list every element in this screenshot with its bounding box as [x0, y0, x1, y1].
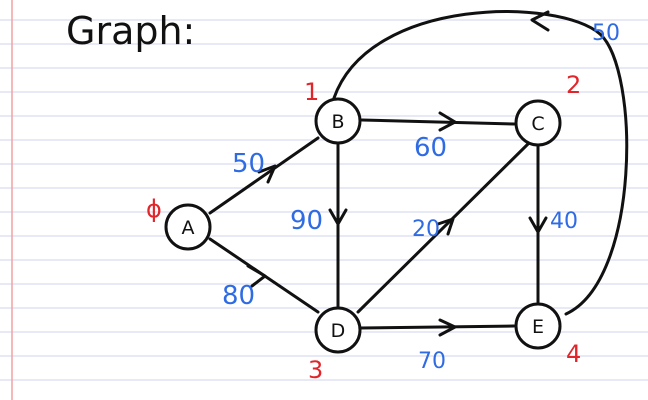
weight-a-b: 50 [232, 149, 265, 179]
node-a: A [164, 203, 212, 251]
node-b-label: B [331, 111, 344, 133]
node-b: B [314, 97, 362, 145]
edge-a-b [208, 136, 320, 215]
node-d-index: 3 [308, 356, 323, 384]
node-b-index: 1 [304, 78, 319, 106]
arrowhead-b-d [328, 208, 348, 226]
node-e: E [514, 302, 562, 350]
node-a-label: A [182, 217, 195, 239]
node-c: C [514, 99, 562, 147]
arrowhead-d-e [438, 318, 457, 337]
edge-e-b [332, 10, 629, 316]
node-d-label: D [331, 320, 346, 342]
node-c-index: 2 [566, 71, 581, 99]
arrowhead-e-b [530, 10, 550, 32]
node-e-circle [514, 302, 562, 350]
arrowhead-d-c [436, 217, 455, 236]
arrowhead-a-d [246, 264, 267, 288]
node-c-label: C [531, 113, 544, 135]
weight-d-c: 20 [412, 217, 440, 242]
arrowhead-c-e [528, 216, 548, 234]
node-e-index: 4 [566, 340, 581, 368]
weight-c-e: 40 [550, 209, 578, 234]
node-e-label: E [532, 316, 544, 338]
graph-title: Graph: [66, 9, 195, 53]
weight-c-b: 60 [414, 133, 447, 163]
node-a-circle [164, 203, 212, 251]
weight-b-d: 90 [290, 206, 323, 236]
node-b-circle [314, 97, 362, 145]
node-a-index: ϕ [146, 195, 162, 223]
weight-a-d: 80 [222, 281, 255, 311]
node-c-circle [514, 99, 562, 147]
edge-c-b [360, 118, 516, 126]
node-d: D [314, 306, 362, 354]
node-index-layer: ϕ 1 2 3 4 [146, 71, 581, 384]
weight-e-b: 50 [592, 21, 620, 46]
edge-d-c [356, 140, 532, 314]
arrowhead-a-b [257, 164, 277, 184]
edge-layer [208, 10, 629, 330]
weight-d-e: 70 [418, 349, 446, 374]
arrowhead-c-b [438, 111, 457, 132]
edge-d-e [358, 324, 516, 330]
arrowhead-layer [246, 10, 550, 337]
node-layer: A B C D E [164, 97, 562, 354]
edge-weight-layer: 50 80 60 90 20 40 70 50 [222, 21, 620, 374]
node-d-circle [314, 306, 362, 354]
